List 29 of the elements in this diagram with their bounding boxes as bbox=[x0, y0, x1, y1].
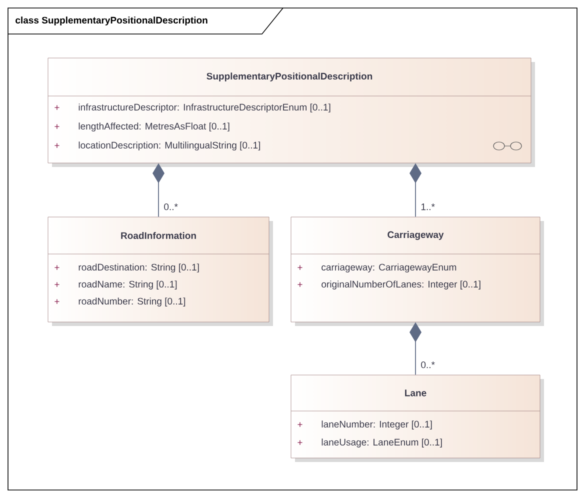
class-box bbox=[290, 374, 544, 462]
visibility-marker: + bbox=[54, 105, 60, 110]
attribute-text: laneNumber: Integer [0..1] bbox=[322, 420, 432, 430]
visibility-marker: + bbox=[54, 124, 60, 129]
visibility-marker: + bbox=[298, 440, 302, 445]
class-box bbox=[48, 216, 273, 326]
attribute-text: lengthAffected: MetresAsFloat [0..1] bbox=[78, 122, 230, 132]
attribute-text: carriageway: CarriagewayEnum bbox=[322, 264, 456, 272]
visibility-marker: + bbox=[298, 422, 302, 427]
attribute-text: laneUsage: LaneEnum [0..1] bbox=[322, 438, 442, 448]
multiplicity-label: 1..* bbox=[420, 202, 436, 212]
attribute-text: originalNumberOfLanes: Integer [0..1] bbox=[322, 280, 480, 290]
class-box bbox=[48, 58, 535, 167]
class-name: RoadInformation bbox=[121, 232, 196, 239]
visibility-marker: + bbox=[54, 265, 60, 270]
visibility-marker: + bbox=[54, 299, 60, 304]
attribute-text: roadName: String [0..1] bbox=[78, 280, 177, 290]
class-name: Carriageway bbox=[388, 231, 444, 240]
visibility-marker: + bbox=[54, 143, 60, 148]
class-name: Lane bbox=[405, 390, 426, 396]
visibility-marker: + bbox=[298, 265, 302, 270]
class-name: SupplementaryPositionalDescription bbox=[206, 72, 372, 82]
attribute-text: roadDestination: String [0..1] bbox=[78, 264, 199, 272]
class-box bbox=[290, 216, 544, 326]
attribute-text: infrastructureDescriptor: InfrastructureDescriptorEnum [0..1] bbox=[78, 104, 330, 112]
visibility-marker: + bbox=[298, 282, 302, 287]
visibility-marker: + bbox=[54, 282, 60, 287]
attribute-text: roadNumber: String [0..1] bbox=[78, 298, 186, 306]
attribute-text: locationDescription: MultilingualString [0..1] bbox=[78, 142, 260, 150]
